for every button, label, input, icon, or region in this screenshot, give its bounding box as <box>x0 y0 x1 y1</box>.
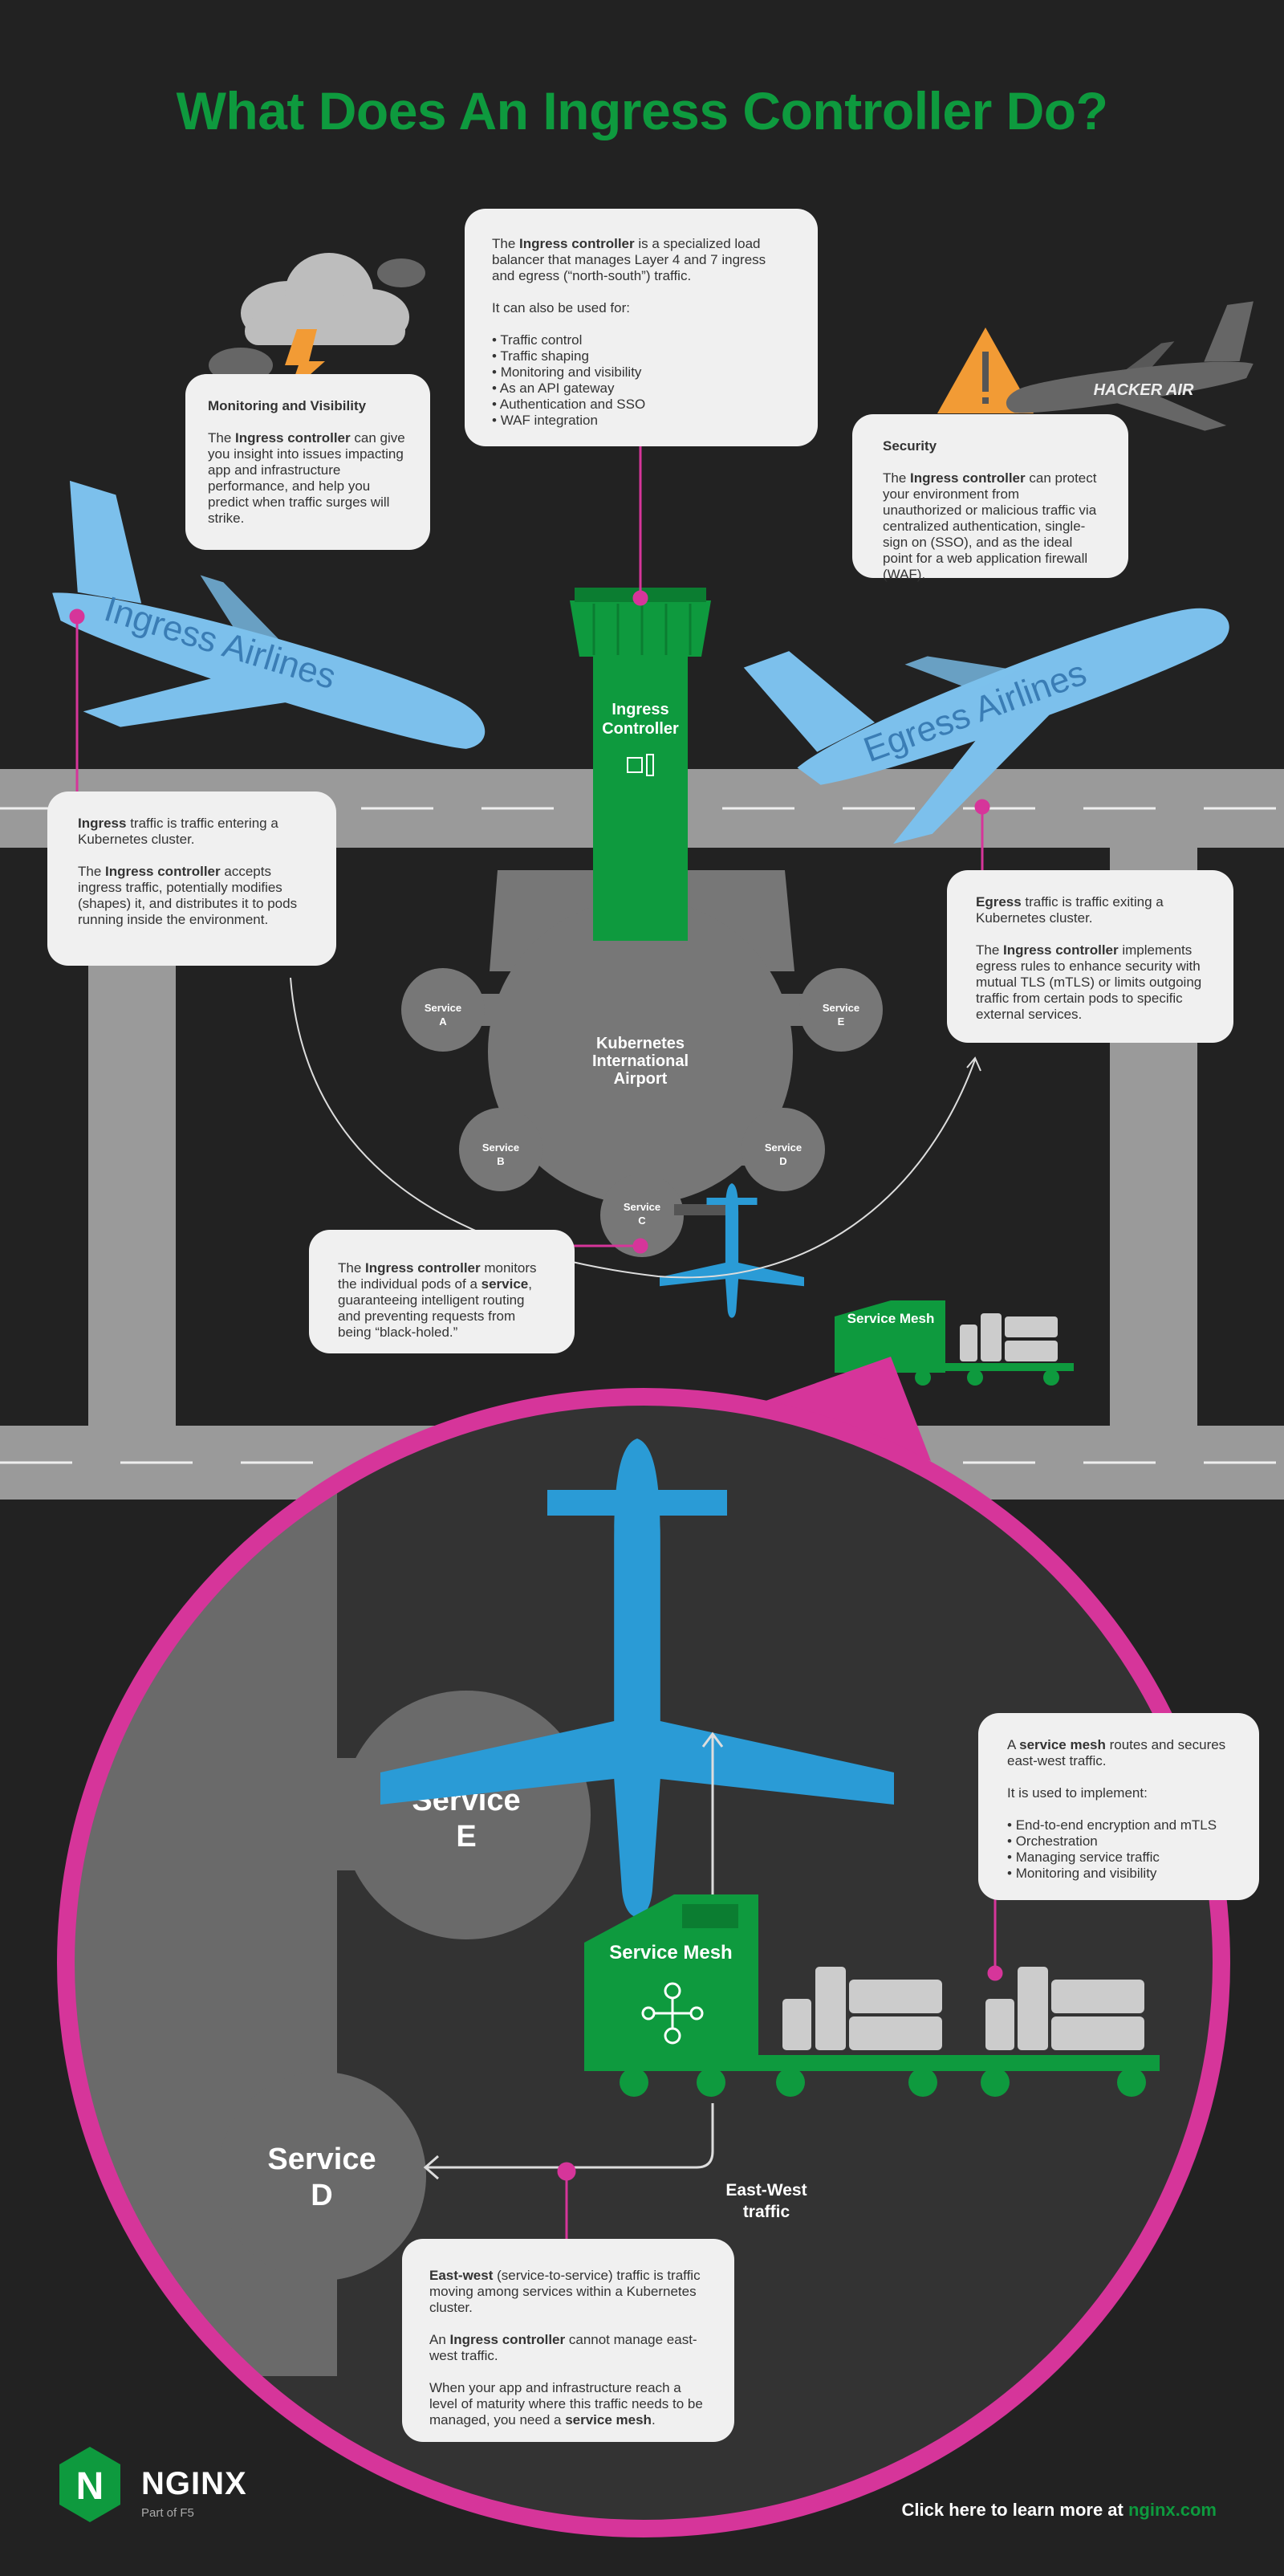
storm-cloud-icon <box>209 253 425 393</box>
east-west-label-2: traffic <box>743 2203 790 2221</box>
list-item: Orchestration <box>1007 1833 1230 1850</box>
service-b-letter: B <box>497 1155 504 1167</box>
east-west-label: East-West <box>725 2181 807 2200</box>
tower-label: Ingress <box>612 701 668 718</box>
service-pods-callout: The Ingress controller monitors the indi… <box>309 1230 575 1353</box>
mesh-uses-list: End-to-end encryption and mTLS Orchestra… <box>1007 1817 1230 1882</box>
service-d-letter: D <box>779 1155 786 1167</box>
controller-uses-list: Traffic control Traffic shaping Monitori… <box>492 332 790 429</box>
page-title: What Does An Ingress Controller Do? <box>176 81 1108 140</box>
mesh-network-icon <box>641 1982 704 2045</box>
nginx-brand: NGINX <box>141 2466 247 2501</box>
list-item: End-to-end encryption and mTLS <box>1007 1817 1230 1833</box>
service-c-letter: C <box>638 1215 646 1227</box>
service-mesh-big-label: Service Mesh <box>609 1942 732 1964</box>
egress-traffic-callout: Egress traffic is traffic exiting a Kube… <box>947 870 1233 1043</box>
svg-text:International: International <box>592 1052 689 1070</box>
zoom-pointer <box>754 1357 931 1461</box>
airport-label: Kubernetes International Airport <box>592 1035 689 1088</box>
service-e-label: Service <box>823 1002 859 1014</box>
service-mesh-truck-small <box>835 1300 1074 1386</box>
east-west-arrow <box>425 2103 714 2169</box>
service-mesh-truck-big <box>584 1894 1160 2097</box>
security-callout: Security The Ingress controller can prot… <box>852 414 1128 582</box>
airport-terminal <box>401 870 883 1257</box>
learn-more-link[interactable]: Click here to learn more at nginx.com <box>901 2500 1217 2520</box>
list-item: Traffic shaping <box>492 348 790 364</box>
monitoring-callout: Monitoring and Visibility The Ingress co… <box>185 374 430 550</box>
ingress-controller-callout: The Ingress controller is a specialized … <box>465 209 818 446</box>
svg-text:N: N <box>76 2465 104 2508</box>
svg-text:Airport: Airport <box>614 1070 668 1088</box>
traffic-flow-arrow <box>290 977 976 1279</box>
service-mesh-small-label: Service Mesh <box>847 1311 935 1326</box>
control-tower <box>570 588 711 941</box>
controller-icon <box>627 757 643 773</box>
list-item: Monitoring and visibility <box>492 364 790 380</box>
list-item: WAF integration <box>492 413 790 429</box>
nginx-link[interactable]: nginx.com <box>1128 2500 1217 2520</box>
service-b-label: Service <box>482 1141 519 1154</box>
list-item: Authentication and SSO <box>492 397 790 413</box>
service-e-big-letter: E <box>456 1820 476 1854</box>
list-item: As an API gateway <box>492 380 790 397</box>
hacker-air-label: HACKER AIR <box>1094 381 1194 399</box>
ingress-traffic-callout: Ingress traffic is traffic entering a Ku… <box>47 792 336 966</box>
service-d-big-letter: D <box>311 2179 332 2212</box>
svg-text:Kubernetes: Kubernetes <box>596 1035 685 1052</box>
callout-connectors <box>69 446 1003 2240</box>
service-c-label: Service <box>624 1201 660 1213</box>
list-item: Monitoring and visibility <box>1007 1866 1230 1882</box>
tower-label-2: Controller <box>602 720 679 738</box>
service-e-letter: E <box>838 1015 845 1028</box>
part-of-f5: Part of F5 <box>141 2506 194 2520</box>
service-mesh-callout: A service mesh routes and secures east-w… <box>978 1713 1259 1900</box>
service-a-letter: A <box>439 1015 447 1028</box>
service-d-label: Service <box>765 1141 802 1154</box>
nginx-logo: N <box>59 2447 120 2522</box>
service-a-label: Service <box>425 1002 461 1014</box>
east-west-callout: East-west (service-to-service) traffic i… <box>402 2239 734 2442</box>
list-item: Traffic control <box>492 332 790 348</box>
list-item: Managing service traffic <box>1007 1850 1230 1866</box>
service-d-big-label: Service <box>267 2143 376 2176</box>
